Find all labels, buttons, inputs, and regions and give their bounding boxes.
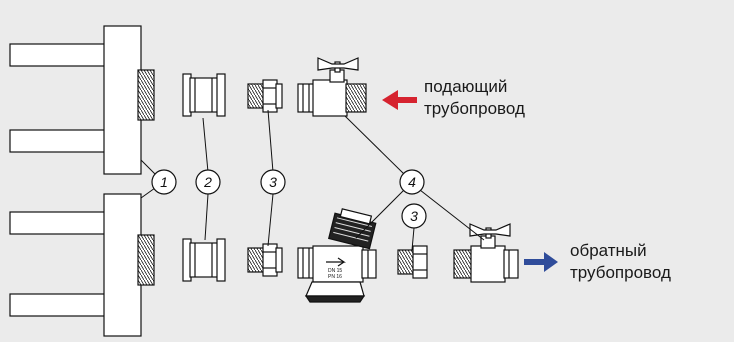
return-line-label: обратный трубопровод [570, 240, 671, 284]
supply-label-line-1: подающий [424, 77, 508, 96]
manifold-lower [9, 193, 155, 337]
callout-number: 3 [269, 174, 277, 190]
adapter-fitting-upper [182, 73, 226, 117]
callout-number: 3 [410, 208, 418, 224]
arrow-left-icon [382, 90, 417, 110]
threaded-nipple-upper [247, 79, 283, 113]
callout-number: 1 [160, 174, 168, 190]
threaded-nipple-lower [247, 243, 283, 277]
valve-pn-mark: PN 16 [328, 274, 342, 280]
return-label-line-1: обратный [570, 241, 647, 260]
ball-valve-supply [297, 57, 367, 117]
callout-number: 4 [408, 174, 416, 190]
threaded-nipple-return [397, 245, 428, 279]
arrow-right-icon [524, 252, 558, 272]
supply-line-label: подающий трубопровод [424, 76, 525, 120]
ball-valve-return [453, 223, 519, 283]
callout-number: 2 [203, 174, 212, 190]
balancing-valve [297, 208, 377, 303]
manifold-upper [9, 25, 155, 175]
callout-circles [151, 169, 427, 229]
supply-label-line-2: трубопровод [424, 99, 525, 118]
return-label-line-2: трубопровод [570, 263, 671, 282]
leader-lines [140, 109, 485, 251]
valve-dn-mark: DN 15 [328, 268, 342, 274]
adapter-fitting-lower [182, 238, 226, 282]
